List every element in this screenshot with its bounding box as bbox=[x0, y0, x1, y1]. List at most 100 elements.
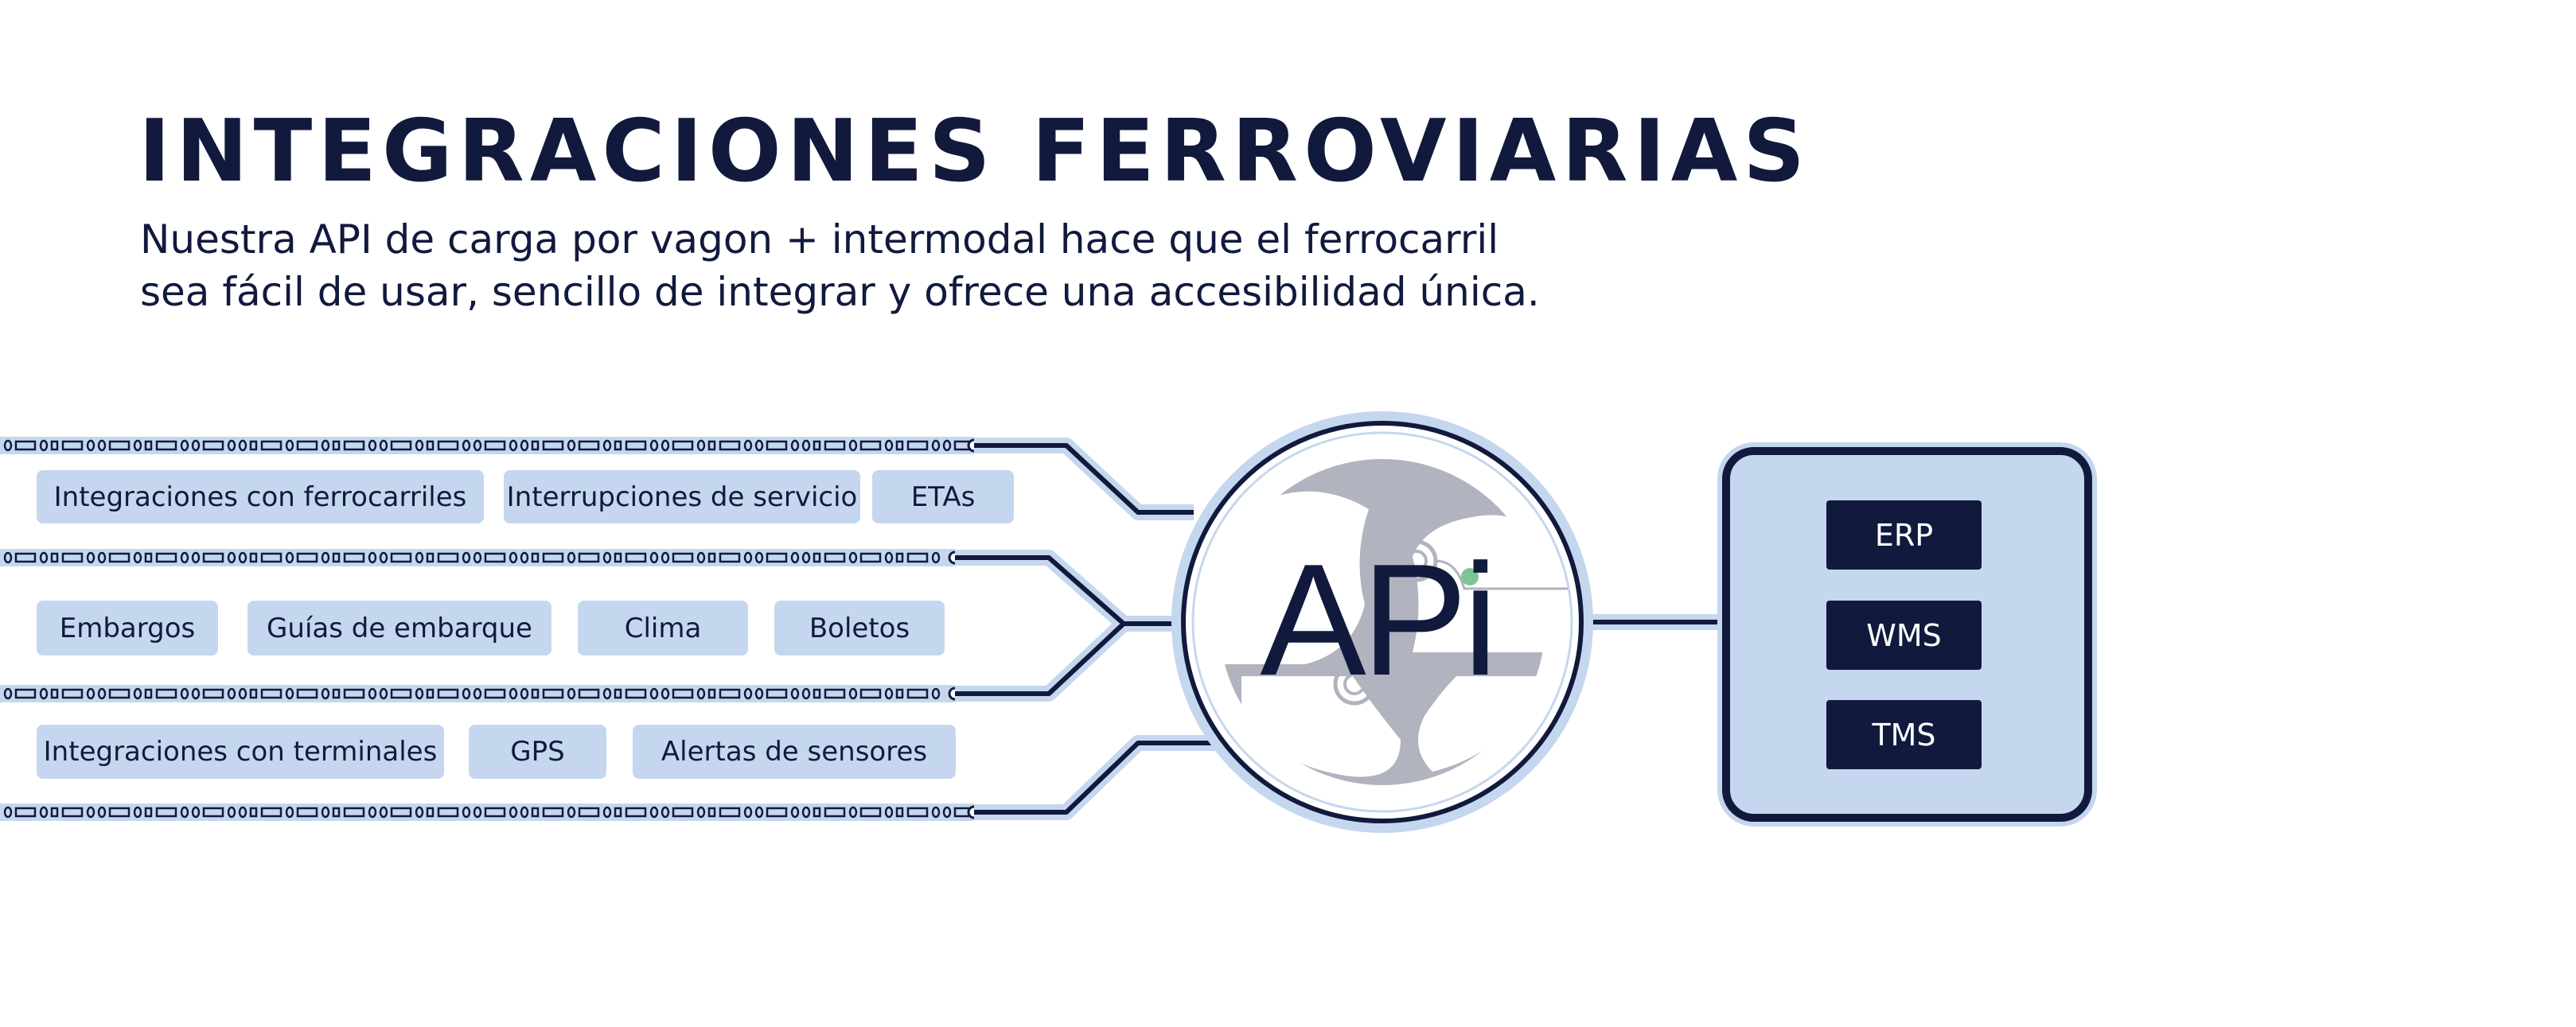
rail-tie bbox=[285, 687, 294, 700]
subtitle-line-1: Nuestra API de carga por vagon + intermo… bbox=[140, 216, 1499, 263]
rail-tie bbox=[97, 439, 107, 452]
rail-tie bbox=[343, 552, 365, 563]
rail-tie bbox=[484, 807, 506, 818]
rail-tie bbox=[50, 440, 59, 451]
rail-tie bbox=[14, 807, 37, 818]
rail-tie bbox=[848, 551, 858, 564]
rail-tie bbox=[86, 439, 95, 452]
rail-tie bbox=[321, 439, 330, 452]
rail-tie bbox=[625, 807, 647, 818]
api-label: APi bbox=[1260, 531, 1498, 709]
rail-tie bbox=[895, 552, 904, 563]
rail-tie bbox=[509, 806, 518, 819]
rail-tie bbox=[368, 439, 377, 452]
rail-tie bbox=[415, 687, 424, 700]
rail-tie bbox=[719, 807, 741, 818]
rail-tie bbox=[719, 552, 741, 563]
subtitle-line-2: sea fácil de usar, sencillo de integrar … bbox=[140, 269, 1540, 315]
rail-tie bbox=[754, 687, 764, 700]
rail-tie bbox=[520, 687, 529, 700]
rail-tie bbox=[625, 440, 647, 451]
rail-tie bbox=[531, 688, 540, 699]
rail-tie bbox=[754, 551, 764, 564]
rail-tie bbox=[390, 440, 412, 451]
rail-tie bbox=[462, 551, 471, 564]
rail bbox=[0, 549, 955, 566]
rail-tie bbox=[813, 688, 821, 699]
feature-chip: Embargos bbox=[37, 601, 218, 655]
rail-tie bbox=[285, 551, 294, 564]
rail-tie bbox=[260, 807, 283, 818]
page-title: INTEGRACIONES FERROVIARIAS bbox=[138, 102, 1811, 201]
rail-tie bbox=[484, 552, 506, 563]
rail-tie bbox=[790, 687, 800, 700]
rail-tie bbox=[473, 439, 482, 452]
rail-tie bbox=[625, 688, 647, 699]
rail-tie bbox=[108, 688, 131, 699]
rail-tie bbox=[202, 807, 224, 818]
rail-tie bbox=[14, 688, 37, 699]
rail-tie bbox=[672, 552, 694, 563]
rail-tie bbox=[567, 687, 576, 700]
rail-tie bbox=[473, 806, 482, 819]
rail-tie bbox=[567, 551, 576, 564]
rail-tie bbox=[906, 807, 929, 818]
rail-tie bbox=[97, 806, 107, 819]
rail-tie bbox=[390, 688, 412, 699]
rail-tie bbox=[906, 440, 929, 451]
rail-tie bbox=[144, 552, 153, 563]
rail-tie bbox=[133, 551, 142, 564]
rail-tie bbox=[578, 552, 600, 563]
rail-tie bbox=[696, 551, 706, 564]
rail-tie bbox=[50, 807, 59, 818]
rail-tie bbox=[719, 440, 741, 451]
rail-tie bbox=[61, 552, 84, 563]
rail-tie bbox=[696, 687, 706, 700]
rail-tie bbox=[509, 687, 518, 700]
rail-tie bbox=[661, 806, 670, 819]
rail-tie bbox=[50, 688, 59, 699]
rail-tie bbox=[437, 807, 459, 818]
rail-tie bbox=[415, 551, 424, 564]
rail-tie bbox=[813, 552, 821, 563]
rail-tie bbox=[542, 440, 564, 451]
rail-tie bbox=[661, 439, 670, 452]
rail-tie bbox=[813, 440, 821, 451]
rail-tie bbox=[133, 439, 142, 452]
rail-tie bbox=[895, 440, 904, 451]
status-dot-icon bbox=[1461, 568, 1479, 585]
rail-tie bbox=[942, 439, 952, 452]
rail-tie bbox=[296, 440, 318, 451]
rail-tie bbox=[743, 687, 753, 700]
rail-tie bbox=[3, 439, 13, 452]
rail-tie bbox=[437, 552, 459, 563]
rail-tie bbox=[238, 806, 247, 819]
rail-tie bbox=[707, 688, 716, 699]
rail-tie bbox=[321, 806, 330, 819]
rail-tie bbox=[39, 806, 49, 819]
rail-tie bbox=[790, 439, 800, 452]
feature-chip: Integraciones con terminales bbox=[37, 725, 444, 779]
rail-tie bbox=[260, 440, 283, 451]
rail-tie bbox=[531, 807, 540, 818]
rail-tie bbox=[531, 552, 540, 563]
system-erp: ERP bbox=[1826, 500, 1982, 570]
rail-tie bbox=[801, 439, 811, 452]
rail-tie bbox=[859, 807, 882, 818]
rail-tie bbox=[895, 807, 904, 818]
rail-tie bbox=[332, 552, 341, 563]
rail-tie bbox=[426, 807, 435, 818]
rail-tie bbox=[707, 807, 716, 818]
rail-tie bbox=[743, 806, 753, 819]
rail-tie bbox=[542, 552, 564, 563]
rail-tie bbox=[180, 439, 189, 452]
rail-tie bbox=[144, 807, 153, 818]
feature-chip: Alertas de sensores bbox=[633, 725, 956, 779]
rail-tie bbox=[766, 688, 788, 699]
rail-tie bbox=[86, 551, 95, 564]
rail-tie bbox=[155, 440, 177, 451]
rail-tie bbox=[368, 687, 377, 700]
rail-tie bbox=[155, 688, 177, 699]
feature-chip: Boletos bbox=[774, 601, 945, 655]
